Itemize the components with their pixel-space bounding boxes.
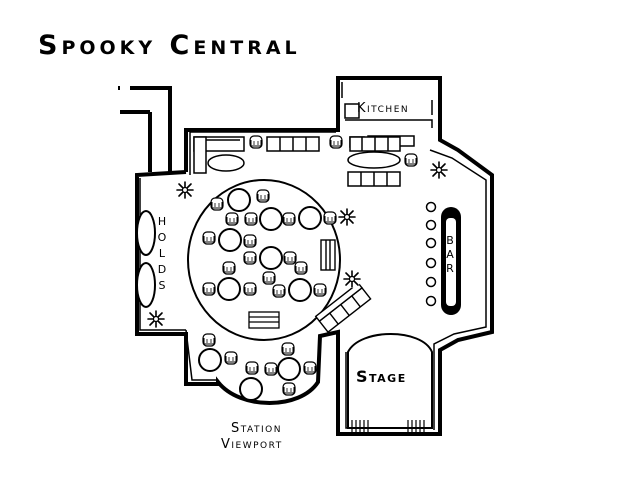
round-tables — [198, 188, 322, 401]
bar-counter — [441, 207, 461, 315]
kitchen-label: Kitchen — [357, 101, 410, 116]
stage-label: Stage — [356, 367, 407, 386]
bench — [314, 239, 372, 334]
bar-stools — [425, 201, 437, 307]
booths — [193, 136, 401, 187]
walls — [118, 76, 494, 436]
oval-tables — [207, 151, 401, 172]
viewport-label-line1: Station — [231, 421, 282, 436]
bar-label: BAR — [446, 234, 454, 275]
viewport-label-line2: Viewport — [221, 437, 283, 452]
stage-platform — [347, 333, 433, 432]
holds-area — [136, 210, 156, 308]
map-title: Spooky Central — [38, 30, 301, 61]
holds-label: HOLDS — [157, 215, 167, 292]
